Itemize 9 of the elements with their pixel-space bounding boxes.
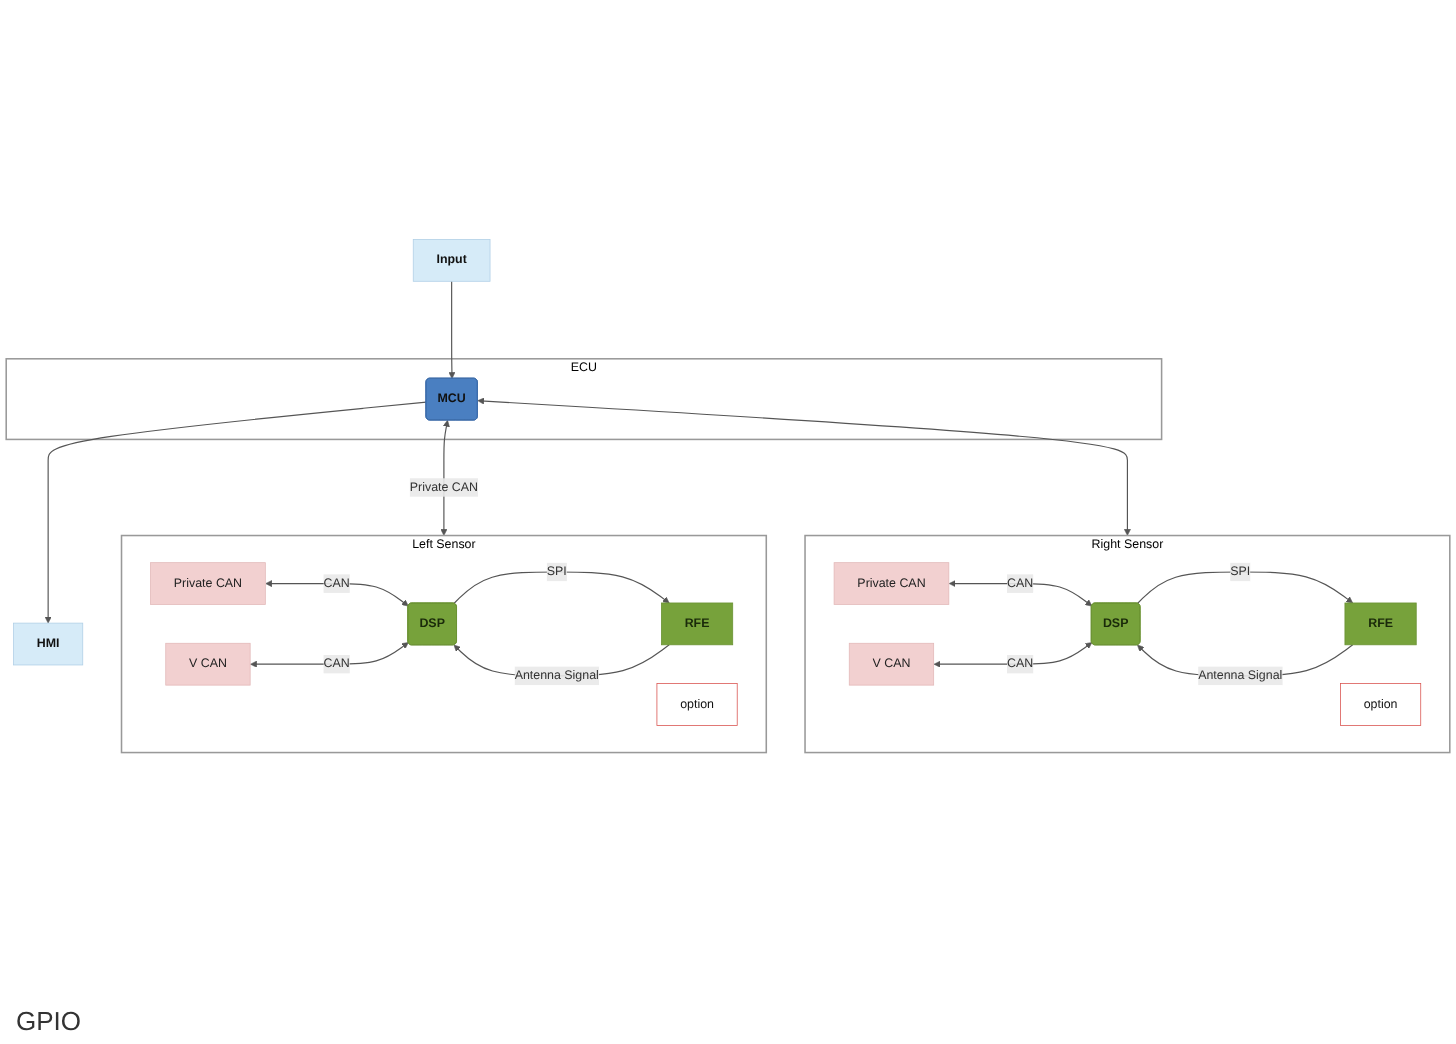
arrow bbox=[265, 580, 409, 607]
arrow bbox=[448, 280, 456, 379]
signal-label: GPIO bbox=[16, 1006, 82, 1036]
arrow bbox=[948, 580, 1093, 607]
arrow bbox=[453, 571, 670, 605]
arrow bbox=[44, 401, 427, 624]
arrow bbox=[477, 397, 1131, 536]
arrow bbox=[933, 642, 1093, 668]
arrow bbox=[1136, 571, 1353, 605]
